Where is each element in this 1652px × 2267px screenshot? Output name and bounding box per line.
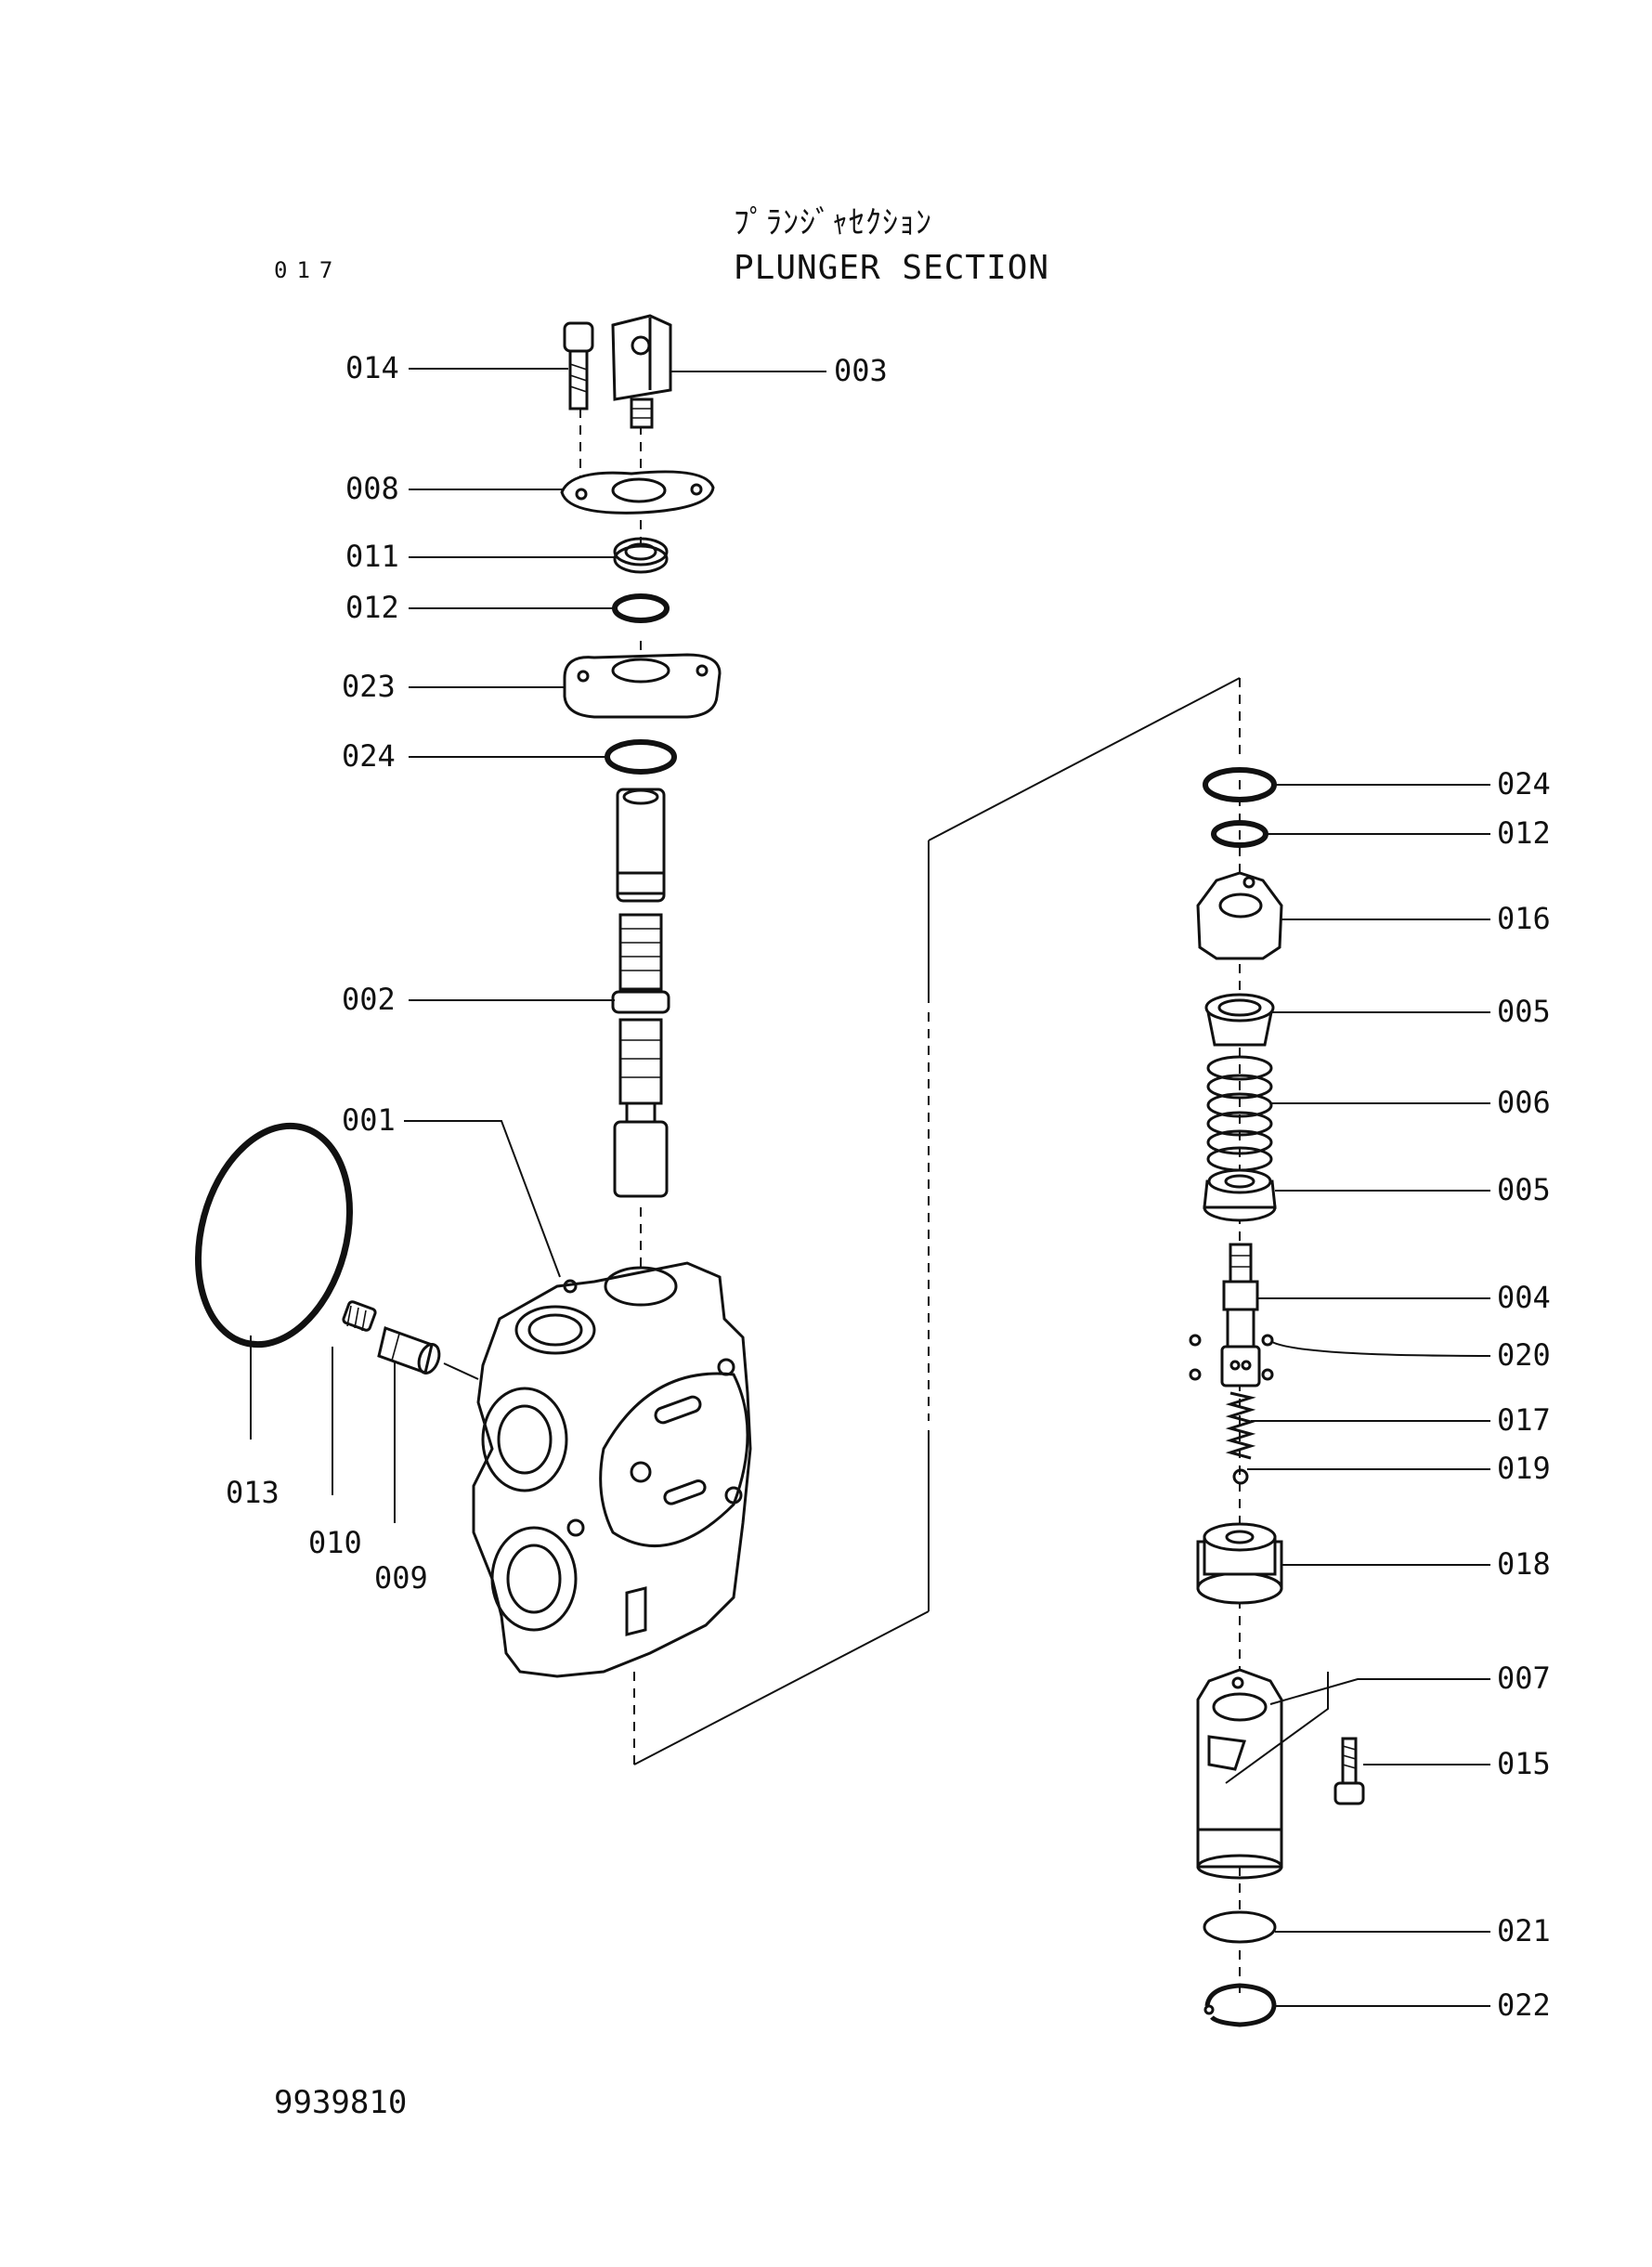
- callout-010: 010: [308, 1525, 362, 1560]
- callout-016: 016: [1497, 901, 1551, 936]
- callout-013: 013: [226, 1475, 280, 1510]
- callout-004: 004: [1497, 1280, 1551, 1315]
- part-005-seat-upper: [1204, 993, 1275, 1047]
- callout-006: 006: [1497, 1085, 1551, 1120]
- callout-021: 021: [1497, 1913, 1551, 1948]
- part-012-o-ring: [612, 593, 670, 623]
- part-017-small-spring: [1225, 1391, 1256, 1460]
- callout-003: 003: [834, 353, 888, 388]
- callout-012-right: 012: [1497, 815, 1551, 851]
- callout-024-right: 024: [1497, 766, 1551, 801]
- part-011-seal: [613, 537, 669, 574]
- leader-001: [404, 1120, 561, 1278]
- part-015-screw: [1333, 1737, 1365, 1805]
- callout-023: 023: [342, 669, 396, 704]
- part-002-spool: [611, 788, 670, 1198]
- part-009-check-plug: [377, 1326, 441, 1375]
- callout-002: 002: [342, 982, 396, 1017]
- part-024-o-ring: [605, 739, 677, 775]
- part-007-housing: [1196, 1668, 1283, 1880]
- callout-005-upper: 005: [1497, 994, 1551, 1029]
- callout-022: 022: [1497, 1987, 1551, 2023]
- callout-008: 008: [345, 471, 399, 506]
- part-003-clevis: [611, 314, 672, 429]
- part-010-plug: [342, 1300, 377, 1332]
- part-005-seat-lower: [1203, 1168, 1277, 1222]
- title-english: PLUNGER SECTION: [734, 249, 1050, 287]
- title-japanese: ﾌﾟﾗﾝｼﾞｬｾｸｼｮﾝ: [734, 204, 932, 241]
- callout-019: 019: [1497, 1451, 1551, 1486]
- callout-001: 001: [342, 1102, 396, 1138]
- callout-020: 020: [1497, 1337, 1551, 1373]
- section-number: 017: [274, 257, 343, 283]
- part-021-disc: [1203, 1910, 1277, 1944]
- part-006-spring: [1206, 1055, 1273, 1172]
- document-number: 9939810: [274, 2084, 408, 2121]
- part-016-cap: [1196, 871, 1283, 960]
- callout-012-left: 012: [345, 590, 399, 625]
- callout-007: 007: [1497, 1661, 1551, 1696]
- callout-011: 011: [345, 539, 399, 574]
- callout-015: 015: [1497, 1746, 1551, 1781]
- part-018-sleeve: [1196, 1522, 1283, 1605]
- part-019-ball: [1232, 1468, 1249, 1485]
- part-020-balls: [1189, 1334, 1274, 1381]
- callout-005-lower: 005: [1497, 1172, 1551, 1207]
- part-001-valve-body: [472, 1261, 752, 1678]
- callout-009: 009: [374, 1560, 428, 1596]
- callout-024-left: 024: [342, 738, 396, 774]
- part-023-flange: [563, 653, 722, 719]
- callout-017: 017: [1497, 1402, 1551, 1438]
- part-008-plate: [560, 470, 715, 515]
- leader-020: [1271, 1341, 1491, 1357]
- callout-014: 014: [345, 350, 399, 385]
- leader-007: [1269, 1678, 1490, 1705]
- part-013-large-o-ring: [195, 1122, 353, 1348]
- part-004-stem: [1220, 1243, 1261, 1388]
- part-014-bolt: [563, 321, 594, 410]
- callout-018: 018: [1497, 1546, 1551, 1582]
